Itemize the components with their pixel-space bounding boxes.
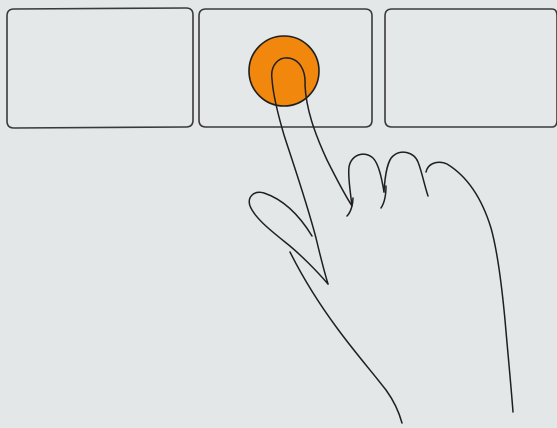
panel-right[interactable] bbox=[385, 9, 557, 127]
panel-left[interactable] bbox=[7, 8, 193, 128]
palm-edge bbox=[290, 252, 402, 423]
touch-point-icon bbox=[249, 36, 319, 106]
little-finger bbox=[426, 162, 513, 412]
middle-finger bbox=[349, 154, 384, 206]
ring-finger bbox=[384, 152, 428, 196]
